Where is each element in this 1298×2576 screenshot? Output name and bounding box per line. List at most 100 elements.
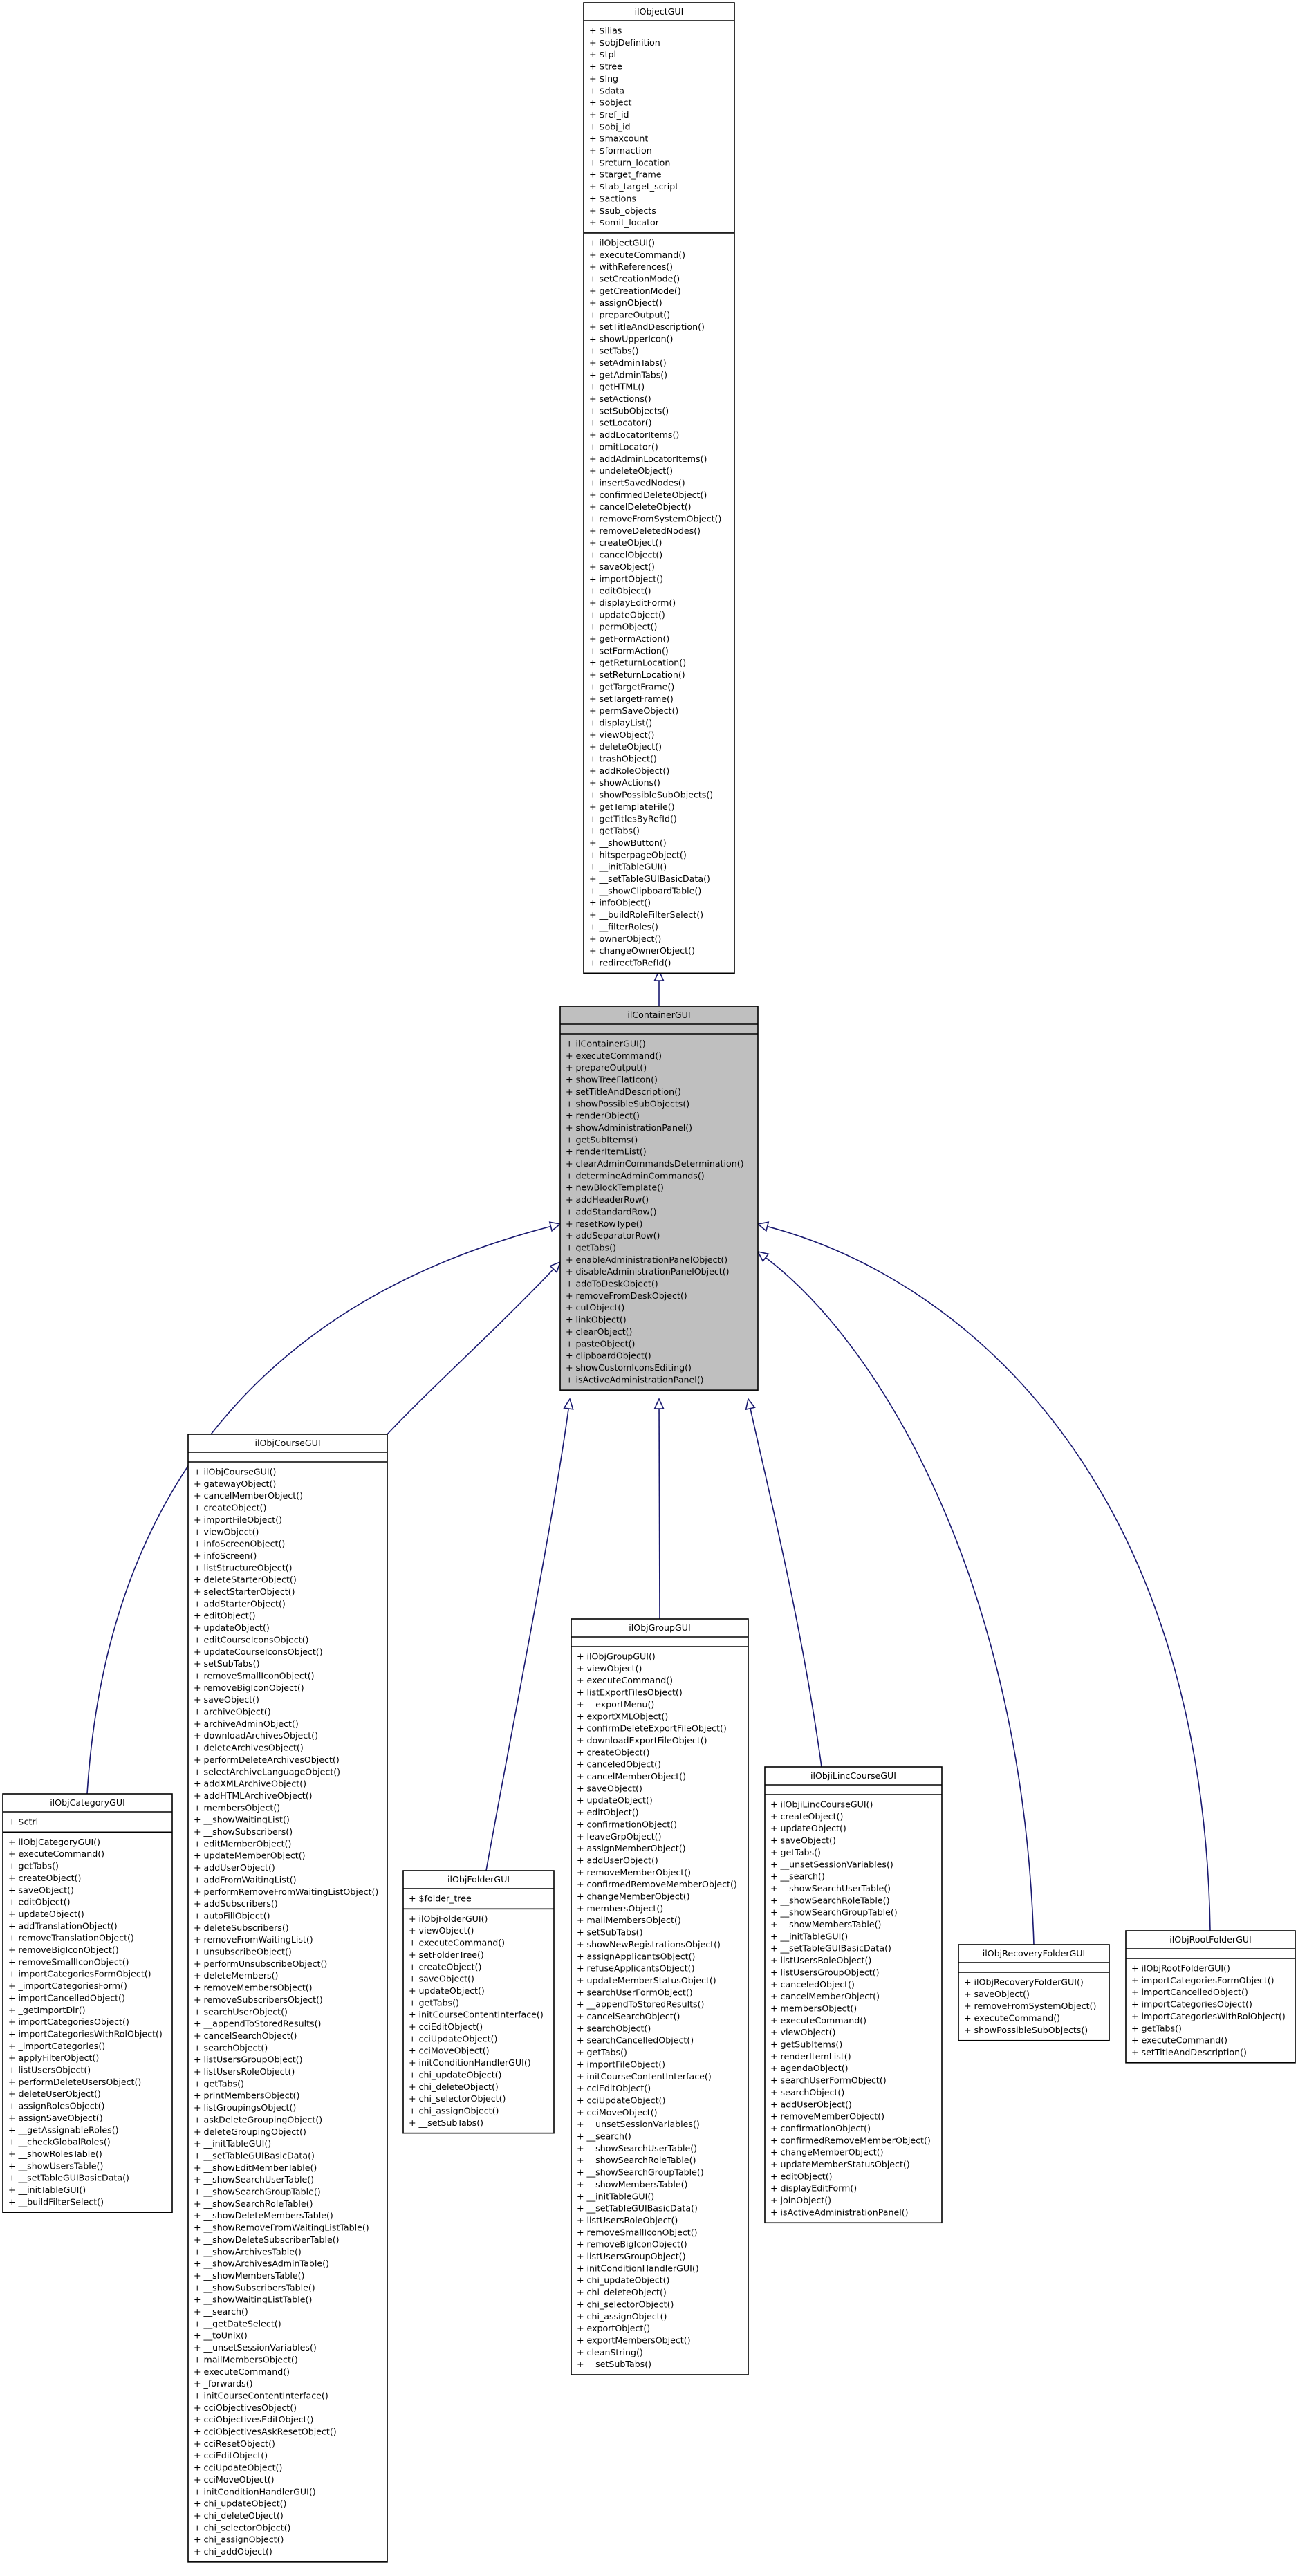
class-method: + cancelSearchObject() [577,2011,680,2021]
class-method: + chi_deleteObject() [577,2287,667,2297]
class-method: + __unsetSessionVariables() [770,1859,893,1869]
class-method: + __buildFilterSelect() [8,2196,104,2207]
class-method: + archiveAdminObject() [194,1718,299,1729]
class-method: + createObject() [194,1503,266,1513]
class-method: + addStandardRow() [566,1206,657,1216]
class-method: + mailMembersObject() [194,2354,298,2364]
class-method: + setReturnLocation() [589,669,685,680]
class-method: + cciEditObject() [577,2083,651,2093]
class-method: + removeBigIconObject() [8,1945,119,1955]
class-method: + listUsersRoleObject() [194,2066,295,2077]
class-method: + undeleteObject() [589,465,673,476]
class-method: + removeSmallIconObject() [577,2227,698,2237]
class-method: + showUpperIcon() [589,333,673,344]
class-method: + __showSearchUserTable() [770,1883,891,1893]
class-method: + getTabs() [566,1242,616,1252]
class-name: ilObjRootFolderGUI [1169,1934,1252,1945]
class-method: + performRemoveFromWaitingListObject() [194,1887,378,1897]
class-method: + __setTableGUIBasicData() [589,873,710,884]
class-method: + searchObject() [194,2042,268,2053]
class-method: + agendaObject() [770,2063,849,2073]
class-method: + getTitlesByRefId() [589,813,677,824]
class-box-ilObjCategoryGUI: ilObjCategoryGUI+ $ctrl+ ilObjCategoryGU… [2,1793,173,2214]
class-method: + __setTableGUIBasicData() [770,1943,891,1954]
class-method: + permSaveObject() [589,705,678,716]
class-method: + leaveGrpObject() [577,1831,662,1842]
class-attribute: + $folder_tree [409,1893,472,1904]
class-method: + autoFillObject() [194,1910,270,1920]
class-method: + getTabs() [770,1847,821,1857]
class-method: + exportXMLObject() [577,1711,668,1721]
class-method: + refuseApplicantsObject() [577,1963,695,1974]
class-method: + redirectToRefId() [589,957,671,967]
class-method: + updateObject() [589,609,665,620]
class-method: + chi_assignObject() [409,2105,499,2115]
class-method: + removeSubscribersObject() [194,1994,323,2005]
class-method: + assignApplicantsObject() [577,1951,695,1961]
class-attribute: + $ctrl [8,1817,38,1827]
class-attribute: + $data [589,85,624,95]
class-method: + getTargetFrame() [589,681,674,692]
class-method: + importFileObject() [577,2059,665,2069]
class-method: + cancelSearchObject() [194,2030,297,2041]
class-method: + ilObjRecoveryFolderGUI() [964,1977,1084,1987]
class-method: + setTitleAndDescription() [589,322,705,332]
class-box-ilObjiLincCourseGUI: ilObjiLincCourseGUI+ ilObjiLincCourseGUI… [764,1766,943,2224]
class-method: + initConditionHandlerGUI() [194,2486,316,2496]
class-method: + setCreationMode() [589,274,680,284]
class-method: + listExportFilesObject() [577,1687,683,1698]
class-method: + clearAdminCommandsDetermination() [566,1158,744,1169]
class-method: + chi_assignObject() [194,2535,284,2545]
class-method: + updateObject() [577,1795,653,1806]
class-method: + joinObject() [770,2195,831,2205]
class-method: + __appendToStoredResults() [577,1999,704,2010]
class-method: + removeSmallIconObject() [194,1670,315,1680]
class-method: + __showSearchGroupTable() [577,2167,704,2178]
class-method: + initCourseContentInterface() [409,2010,544,2020]
class-method: + ilObjRootFolderGUI() [1131,1963,1230,1974]
class-method: + addFromWaitingList() [194,1874,297,1884]
class-method: + importFileObject() [194,1514,282,1525]
class-method: + deleteStarterObject() [194,1575,297,1585]
class-method: + changeOwnerObject() [589,945,695,956]
class-name: ilContainerGUI [627,1010,690,1020]
class-method: + permObject() [589,622,657,632]
inheritance-edge-ilObjCourseGUI [387,1261,562,1435]
class-method: + cciObjectivesObject() [194,2402,297,2413]
class-method: + importCancelledObject() [1131,1987,1248,1997]
class-method: + unsubscribeObject() [194,1947,292,1957]
class-method: + getTabs() [409,1997,459,2008]
class-method: + editObject() [8,1897,71,1907]
class-method: + showNewRegistrationsObject() [577,1939,721,1949]
class-method: + listUsersGroupObject() [194,2055,303,2065]
class-method: + chi_selectorObject() [577,2299,674,2309]
class-method: + getSubItems() [770,2039,842,2050]
class-method: + chi_selectorObject() [194,2522,290,2532]
class-method: + __showClipboardTable() [589,885,701,896]
class-method: + viewObject() [577,1663,642,1674]
class-method: + __initTableGUI() [577,2191,654,2201]
class-method: + isActiveAdministrationPanel() [770,2207,909,2217]
class-method: + insertSavedNodes() [589,477,685,488]
class-method: + chi_deleteObject() [194,2510,284,2521]
inheritance-edge-ilObjRecoveryFolderGUI [757,1250,1035,1945]
class-method: + getCreationMode() [589,286,681,296]
class-method: + confirmedDeleteObject() [589,490,707,500]
class-method: + cciMoveObject() [577,2107,658,2118]
inheritance-edge-ilObjiLincCourseGUI [745,1398,822,1768]
class-method: + addAdminLocatorItems() [589,454,707,464]
edge-line [765,1257,1035,1945]
class-method: + clipboardObject() [566,1351,651,1361]
class-method: + getTabs() [1131,2023,1182,2033]
class-method: + getReturnLocation() [589,658,686,668]
class-method: + cciMoveObject() [194,2474,275,2485]
class-method: + showTreeFlatIcon() [566,1075,658,1085]
class-method: + executeCommand() [577,1675,673,1685]
class-method: + importCategoriesObject() [8,2017,129,2027]
class-method: + getTabs() [194,2078,244,2088]
class-method: + removeFromWaitingList() [194,1934,313,1945]
class-method: + __showSearchRoleTable() [577,2155,696,2165]
class-method: + saveObject() [770,1835,836,1846]
class-method: + executeCommand() [589,250,685,260]
